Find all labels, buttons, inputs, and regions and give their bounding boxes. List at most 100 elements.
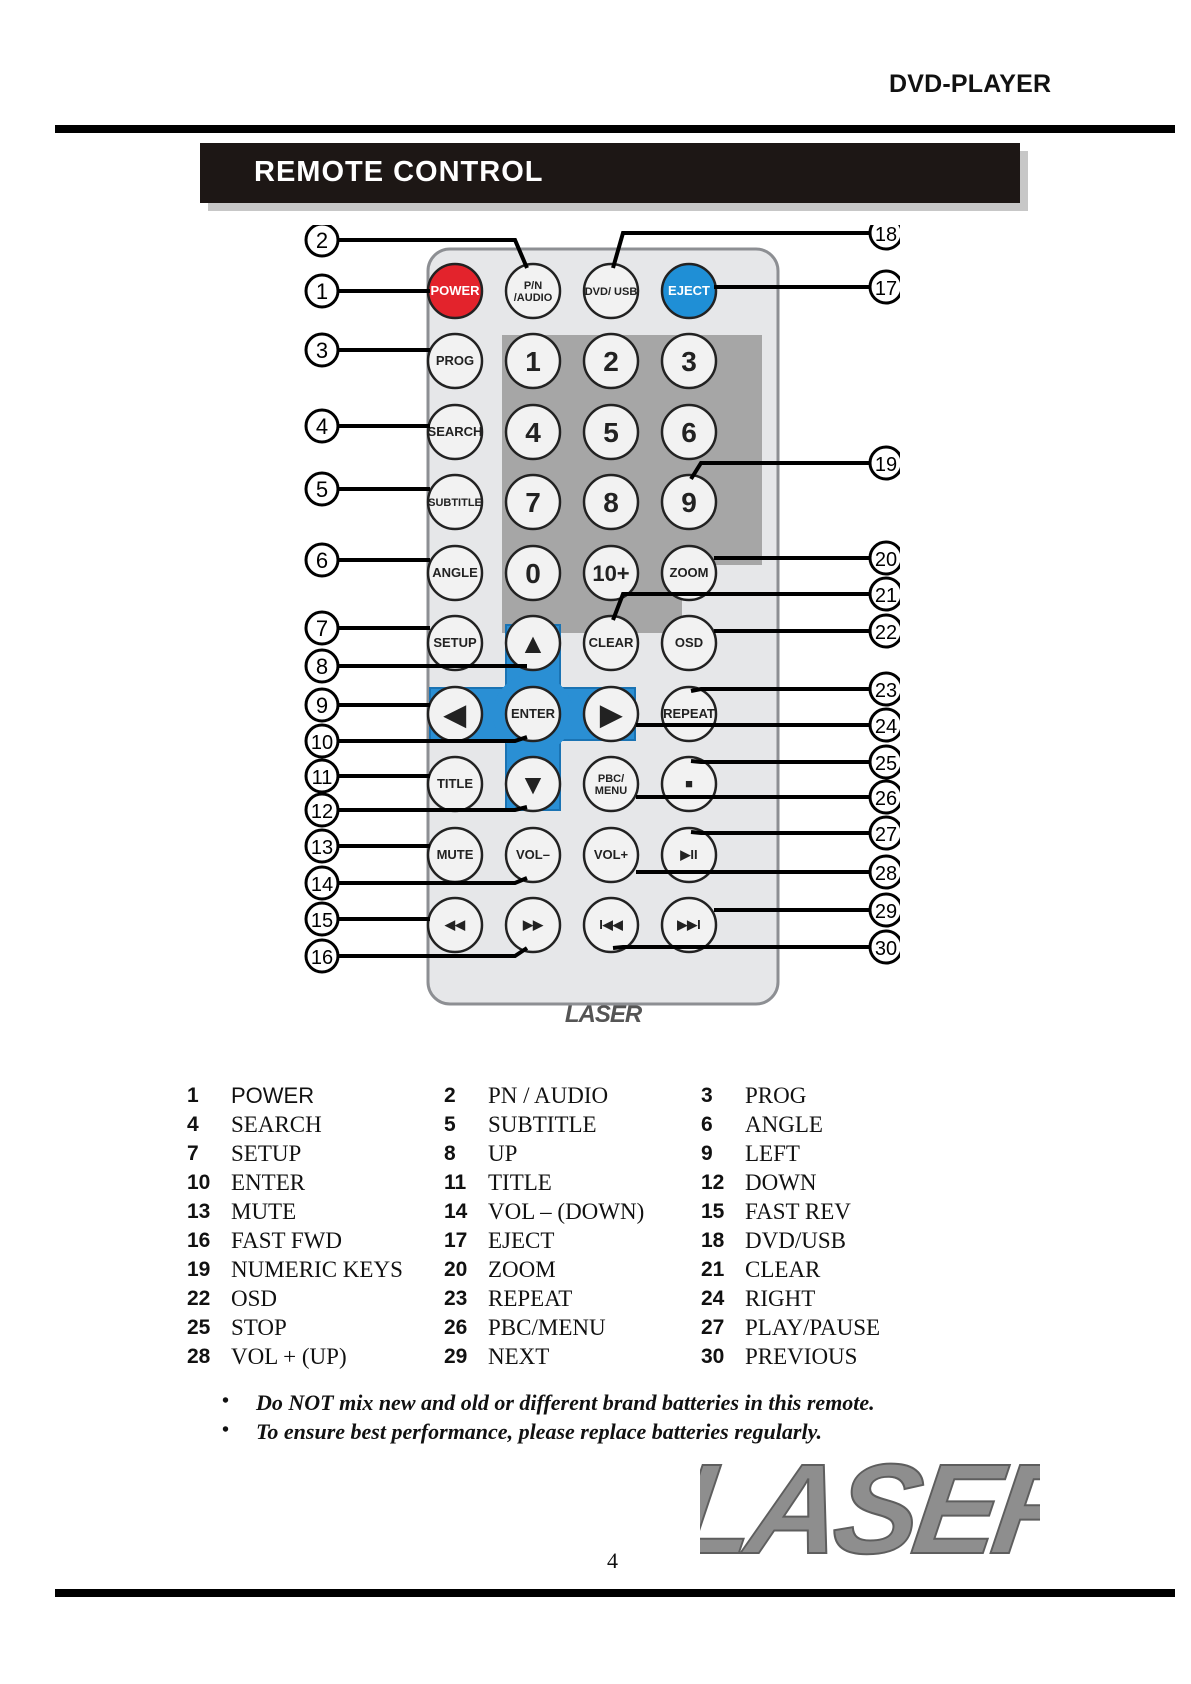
callout-number: 17 [875, 278, 897, 300]
callout-number: 19 [875, 454, 897, 476]
remote-button [504, 896, 562, 954]
callout-number: 16 [311, 947, 333, 969]
callout-line [611, 231, 870, 269]
button-label: OSD [675, 635, 703, 650]
callout-marker [304, 758, 340, 794]
callout-marker [304, 610, 340, 646]
legend-number: 13 [187, 1200, 211, 1223]
button-label: ▶ [599, 699, 623, 730]
callout-number: 8 [316, 654, 328, 679]
legend-label: EJECT [488, 1228, 555, 1253]
legend-item: 10 ENTER [187, 1170, 444, 1196]
legend-label: ENTER [231, 1170, 306, 1195]
header-title: DVD-PLAYER [889, 70, 1052, 98]
callout-line [338, 238, 529, 269]
callout-number: 18 [875, 225, 897, 246]
remote-button [504, 473, 562, 531]
callout-marker [304, 865, 340, 901]
legend-label: SETUP [231, 1141, 302, 1166]
callout-line [690, 759, 870, 764]
legend-number: 21 [701, 1258, 725, 1281]
remote-button [582, 262, 640, 320]
button-label: POWER [430, 283, 480, 298]
callout-line [338, 876, 528, 885]
legend-number: 24 [701, 1287, 725, 1310]
legend-label: SUBTITLE [488, 1112, 597, 1137]
button-label: 3 [681, 346, 697, 377]
legend-label: REPEAT [488, 1286, 573, 1311]
legend-label: ZOOM [488, 1257, 556, 1282]
remote-button [660, 262, 718, 320]
legend-label: DOWN [745, 1170, 817, 1195]
legend-label: PLAY/PAUSE [745, 1315, 881, 1340]
remote-button [426, 896, 484, 954]
remote-button [582, 403, 640, 461]
callout-marker [304, 792, 340, 828]
laser-logo: LASER [700, 1445, 1040, 1570]
legend-label: PN / AUDIO [488, 1083, 609, 1108]
note-item: To ensure best performance, please repla… [222, 1419, 875, 1448]
remote-button [582, 685, 640, 743]
button-label: ANGLE [432, 565, 478, 580]
battery-notes: Do NOT mix new and old or different bran… [222, 1390, 875, 1448]
remote-button [660, 685, 718, 743]
button-label: 1 [525, 346, 541, 377]
legend-number: 12 [701, 1171, 725, 1194]
remote-button [426, 614, 484, 672]
callout-line [690, 830, 870, 835]
remote-button [504, 614, 562, 672]
button-label: SEARCH [428, 424, 483, 439]
callout-number: 25 [875, 753, 897, 775]
callout-line [338, 735, 528, 743]
remote-button [426, 403, 484, 461]
callout-marker [304, 471, 340, 507]
legend-number: 7 [187, 1142, 199, 1165]
callout-line [690, 687, 870, 693]
remote-button [582, 826, 640, 884]
remote-button [582, 614, 640, 672]
legend-number: 8 [444, 1142, 456, 1165]
button-label: 7 [525, 487, 541, 518]
remote-button [660, 403, 718, 461]
page-number: 4 [607, 1548, 618, 1573]
legend-number: 30 [701, 1345, 725, 1368]
button-label: TITLE [437, 776, 473, 791]
button-label: ▲ [519, 628, 547, 659]
legend-label: STOP [231, 1315, 287, 1340]
callout-marker [868, 707, 900, 743]
callout-number: 2 [316, 228, 328, 253]
remote-button [426, 544, 484, 602]
button-label: 0 [525, 558, 541, 589]
button-label: P/N [524, 280, 542, 292]
legend-number: 16 [187, 1229, 211, 1252]
callout-marker [868, 815, 900, 851]
remote-button [660, 473, 718, 531]
legend-number: 4 [187, 1113, 199, 1136]
callout-number: 30 [875, 938, 897, 960]
legend-number: 10 [187, 1171, 211, 1194]
callout-marker [868, 613, 900, 649]
legend-number: 22 [187, 1287, 211, 1310]
legend-number: 18 [701, 1229, 725, 1252]
callout-marker [304, 225, 340, 258]
remote-button [582, 544, 640, 602]
remote-button [504, 755, 562, 813]
callout-marker [868, 540, 900, 576]
callout-number: 14 [311, 874, 333, 896]
legend-label: ANGLE [745, 1112, 823, 1137]
remote-button [660, 544, 718, 602]
legend-label: FAST REV [745, 1199, 851, 1224]
callout-number: 4 [316, 414, 328, 439]
legend-label: VOL – (DOWN) [488, 1199, 645, 1224]
